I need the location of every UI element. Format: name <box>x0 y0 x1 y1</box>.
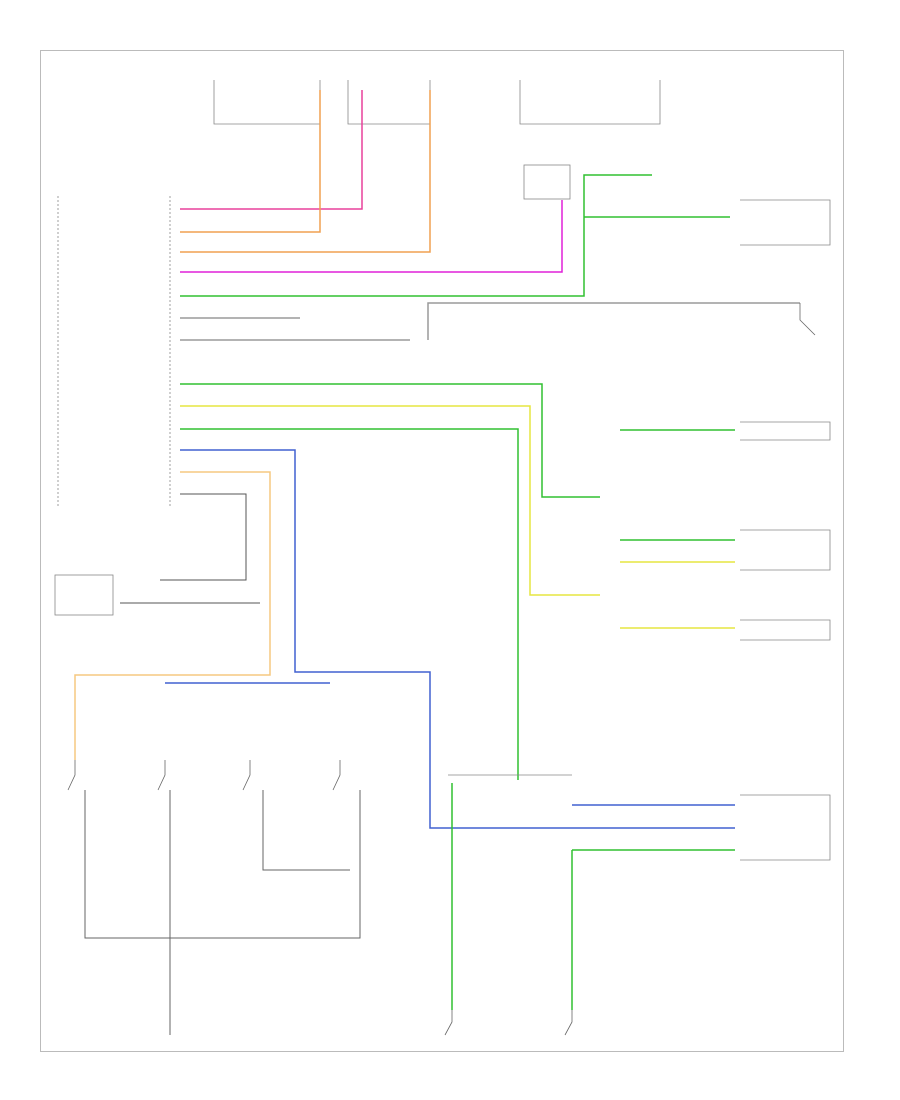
wire-gray-3 <box>427 302 800 340</box>
wire-orange-1 <box>180 90 321 233</box>
connector-icon <box>740 529 831 571</box>
fuse-box-left <box>213 80 321 125</box>
switch-icon <box>242 760 251 791</box>
wire-yellow <box>180 405 600 596</box>
switch-icon <box>332 760 341 791</box>
wire-green-3 <box>180 428 519 780</box>
wire-blue <box>180 449 735 829</box>
relay-icon <box>523 164 571 200</box>
wire-green-top <box>180 174 652 297</box>
connector-icon <box>740 421 831 441</box>
right-components <box>54 164 831 861</box>
connector-icon <box>54 574 114 616</box>
wire-green-7 <box>571 849 735 1010</box>
connector-icon <box>740 619 831 641</box>
wire-green-2 <box>180 383 600 498</box>
wire-black-1 <box>160 493 247 581</box>
wires <box>74 90 800 1035</box>
switch-icon <box>799 303 816 336</box>
wire-orange-2 <box>180 90 431 253</box>
diagram-frame <box>40 50 844 1052</box>
switches <box>67 303 816 1036</box>
relay-box-middle <box>347 80 431 125</box>
bcm-connector <box>57 196 171 506</box>
switch-icon <box>157 760 166 791</box>
top-components <box>213 80 661 125</box>
wire-magenta <box>180 200 563 273</box>
wire-black-ground-2 <box>262 790 350 871</box>
connector-icon <box>740 794 831 861</box>
connector-icon <box>740 199 831 246</box>
switch-icon <box>564 1010 573 1036</box>
wire-pink <box>180 90 363 210</box>
wire-black-ground <box>84 790 361 939</box>
switch-icon <box>444 1010 453 1036</box>
fuse-box-right <box>519 80 661 125</box>
wire-tan <box>74 471 271 760</box>
switch-icon <box>67 760 76 791</box>
